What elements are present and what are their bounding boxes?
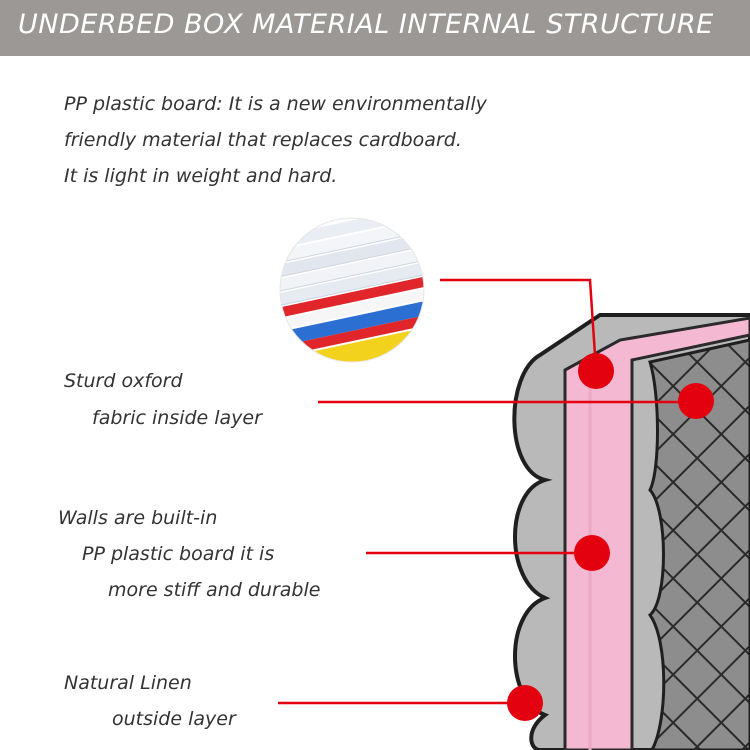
intro-line: It is light in weight and hard. [64, 165, 338, 187]
linen-marker [507, 685, 543, 721]
pp-board-layer [563, 316, 750, 750]
walls-label-line-3: more stiff and durable [108, 579, 321, 601]
intro-text: PP plastic board: It is a new environmen… [64, 86, 584, 194]
header-banner: UNDERBED BOX MATERIAL INTERNAL STRUCTURE [0, 0, 750, 56]
oxford-fabric-layer [647, 338, 750, 750]
pp-board-marker [578, 353, 614, 389]
page-title: UNDERBED BOX MATERIAL INTERNAL STRUCTURE [18, 9, 714, 40]
oxford-marker [678, 383, 714, 419]
linen-label-line-2: outside layer [112, 708, 236, 730]
pp-board-leader-line [440, 278, 598, 371]
walls-label-line-2: PP plastic board it is [82, 543, 275, 565]
linen-label-line-1: Natural Linen [64, 672, 192, 694]
intro-line: friendly material that replaces cardboar… [64, 129, 462, 151]
intro-line: PP plastic board: It is a new environmen… [64, 93, 487, 115]
walls-marker [574, 535, 610, 571]
walls-label-line-1: Walls are built-in [58, 507, 218, 529]
oxford-label-line-1: Sturd oxford [64, 370, 183, 392]
sample-circle-outline [279, 217, 425, 363]
oxford-label-line-2: fabric inside layer [92, 407, 262, 429]
